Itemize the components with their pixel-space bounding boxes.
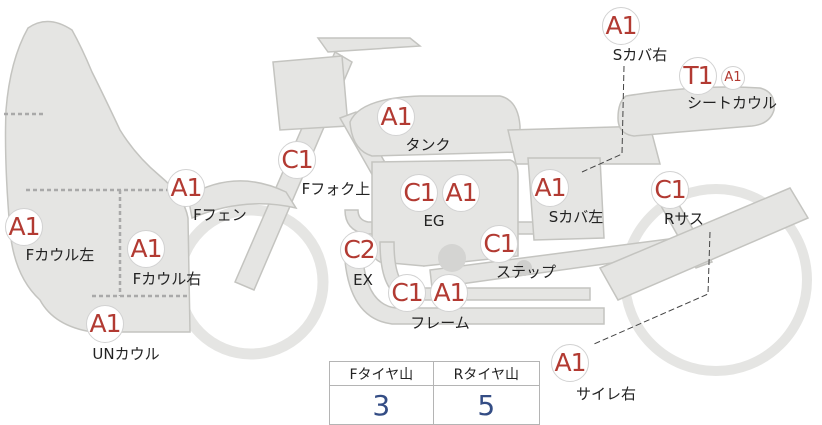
silencer-right-label: サイレ右: [575, 385, 637, 403]
s-cover-left-label: Sカバ左: [548, 208, 604, 226]
engine-marker-1: C1: [400, 174, 438, 212]
engine-marker-2: A1: [442, 174, 480, 212]
s-cover-right-label: Sカバ右: [612, 46, 668, 64]
seat-cowl-marker: T1: [679, 57, 717, 95]
headlight: [272, 55, 349, 131]
s-cover-right-marker: A1: [602, 7, 640, 45]
tire-table-header-row: Fタイヤ山 Rタイヤ山: [329, 361, 541, 386]
step-marker: C1: [480, 225, 518, 263]
tire-tread-table: Fタイヤ山 Rタイヤ山 3 5: [329, 361, 541, 425]
un-cowl-label: UNカウル: [92, 345, 160, 363]
engine-label: EG: [423, 212, 445, 230]
f-cowl-left-marker: A1: [5, 208, 43, 246]
f-cowl-left-label: Fカウル左: [25, 246, 95, 264]
fairing-dash-lines: [4, 112, 190, 298]
silencer: [598, 187, 810, 301]
f-fender-marker: A1: [167, 169, 205, 207]
engine-case: [438, 244, 466, 272]
f-fork-upper-marker: C1: [278, 141, 316, 179]
f-cowl-right-label: Fカウル右: [132, 270, 202, 288]
footrest-peg: [516, 260, 532, 276]
exhaust-marker: C2: [340, 231, 378, 269]
front-tire-value: 3: [329, 385, 434, 425]
frame-label: フレーム: [410, 314, 470, 332]
silencer-right-marker: A1: [551, 344, 589, 382]
exhaust-label: EX: [353, 271, 373, 289]
un-cowl-marker: A1: [86, 305, 124, 343]
frame-marker-1: C1: [388, 274, 426, 312]
r-suspension-label: Rサス: [663, 210, 705, 228]
seat-cowl-small-marker: A1: [721, 66, 745, 90]
frame-marker-2: A1: [430, 274, 468, 312]
tire-table-value-row: 3 5: [329, 385, 541, 425]
front-tire-header: Fタイヤ山: [329, 361, 434, 386]
leader-lines: [581, 65, 711, 345]
tank-label: タンク: [405, 136, 451, 154]
rear-tire-header: Rタイヤ山: [432, 361, 541, 386]
step-label: ステップ: [495, 263, 557, 281]
front-fender-shape: [187, 180, 298, 220]
seat-cowl-shape: [617, 86, 775, 137]
seat-shape: [507, 125, 661, 165]
tank-marker: A1: [377, 98, 415, 136]
handlebar: [316, 37, 422, 53]
exhaust-pipe: [343, 239, 605, 325]
f-fork-upper-label: Fフォク上: [301, 180, 371, 198]
f-cowl-right-marker: A1: [127, 230, 165, 268]
seat-cowl-label: シートカウル: [686, 94, 778, 112]
f-fender-label: Fフェン: [193, 206, 247, 224]
r-suspension-marker: C1: [651, 171, 689, 209]
s-cover-left-marker: A1: [531, 169, 569, 207]
rear-tire-value: 5: [432, 385, 541, 425]
